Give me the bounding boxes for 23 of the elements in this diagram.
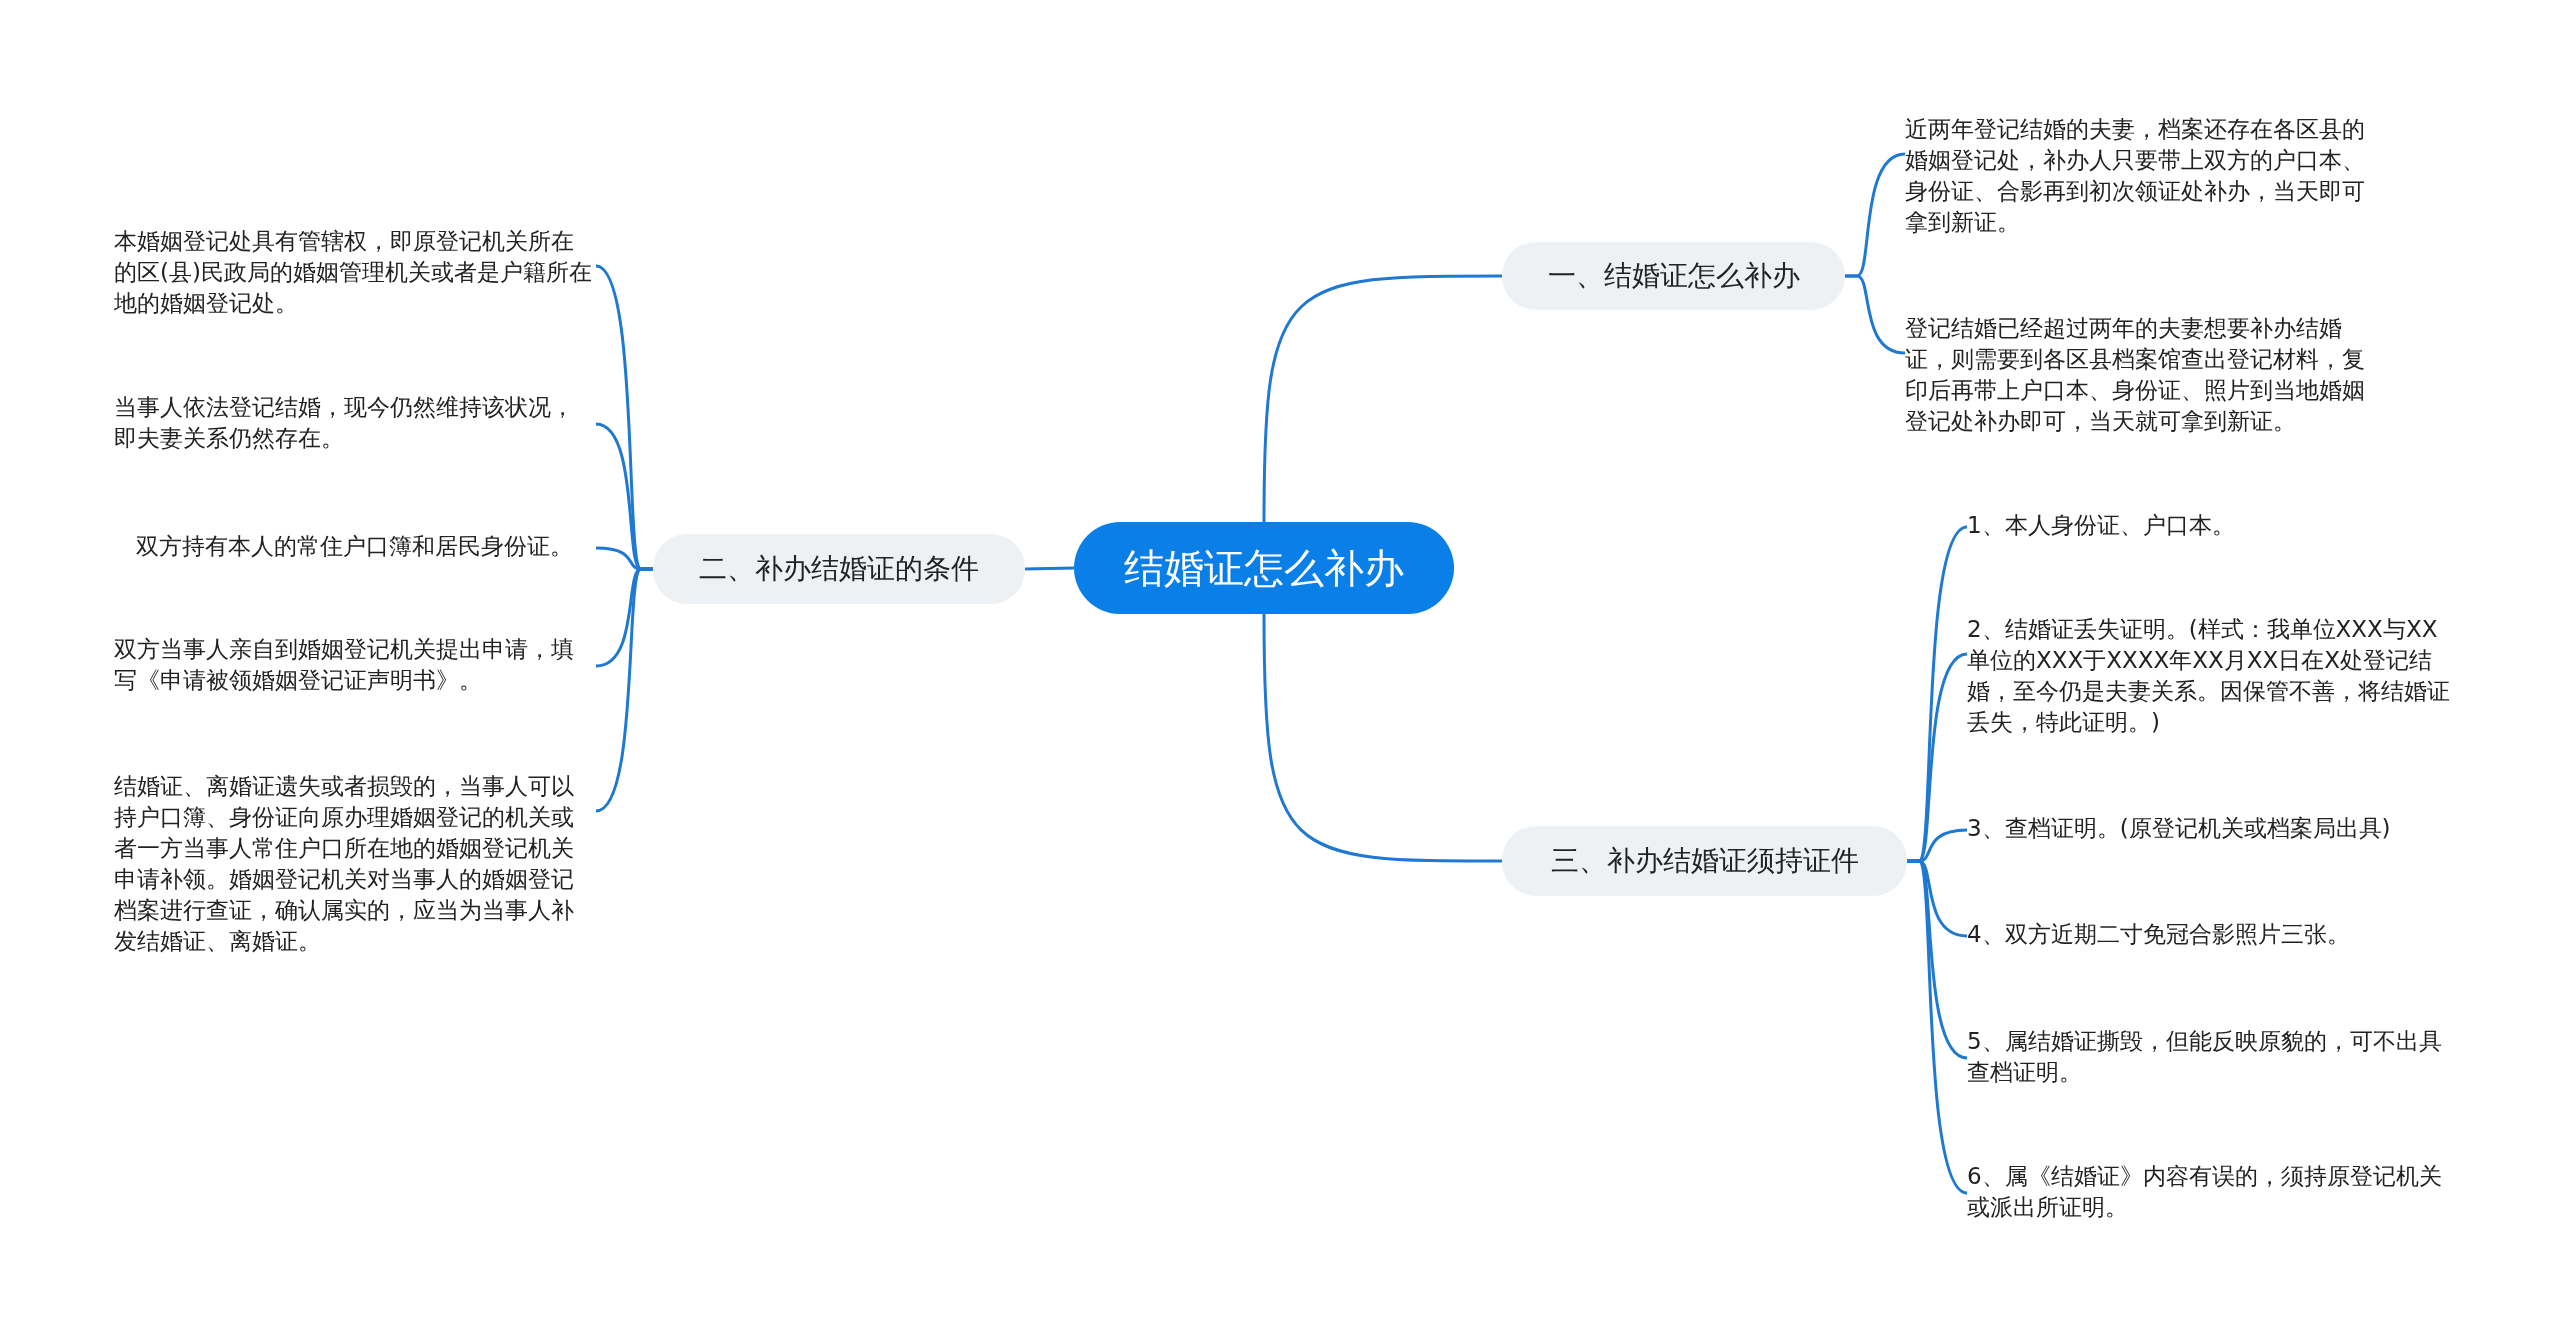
note-text: 登记结婚已经超过两年的夫妻想要补办结婚证，则需要到各区县档案馆查出登记材料，复印后再带上户口本、身份证、照片到当地婚姻登记处补办即可，当天就可拿到新证。 — [1905, 313, 2385, 441]
note-text: 双方持有本人的常住户口簿和居民身份证。 — [136, 531, 596, 565]
topic-box: 二、补办结婚证的条件 — [653, 534, 1025, 604]
note-text: 4、双方近期二寸免冠合影照片三张。 — [1967, 919, 2457, 953]
note-text: 结婚证、离婚证遗失或者损毁的，当事人可以持户口簿、身份证向原办理婚姻登记的机关或者一方当事人常住户口所在地的婚姻登记机关申请补领。婚姻登记机关对当事人的婚姻登记档案进行查证，确认属实的，应当为当事人补发结婚证、离婚证。 — [114, 771, 596, 963]
note-text: 6、属《结婚证》内容有误的，须持原登记机关或派出所证明。 — [1967, 1161, 2457, 1225]
note-text: 双方当事人亲自到婚姻登记机关提出申请，填写《申请被领婚姻登记证声明书》。 — [114, 634, 596, 698]
connector-line — [1907, 859, 1968, 1195]
note-text: 当事人依法登记结婚，现今仍然维持该状况，即夫妻关系仍然存在。 — [114, 392, 596, 456]
note-text: 本婚姻登记处具有管辖权，即原登记机关所在的区(县)民政局的婚姻管理机关或者是户籍所在地的婚姻登记处。 — [114, 226, 596, 322]
note-text: 1、本人身份证、户口本。 — [1967, 510, 2457, 544]
note-text: 3、查档证明。(原登记机关或档案局出具) — [1967, 813, 2457, 847]
connector-line — [1845, 274, 1906, 355]
note-text: 5、属结婚证撕毁，但能反映原貌的，可不出具查档证明。 — [1967, 1026, 2457, 1090]
topic-box: 一、结婚证怎么补办 — [1502, 242, 1845, 310]
connector-line — [1262, 614, 1502, 863]
connector-line — [595, 567, 653, 813]
note-text: 近两年登记结婚的夫妻，档案还存在各区县的婚姻登记处，补办人只要带上双方的户口本、身份证、合影再到初次领证处补办，当天即可拿到新证。 — [1905, 114, 2385, 242]
topic-box: 三、补办结婚证须持证件 — [1502, 826, 1907, 896]
connector-line — [1024, 566, 1075, 571]
note-text: 2、结婚证丢失证明。(样式：我单位XXX与XX单位的XXX于XXXX年XX月XX日在X处登记结婚，至今仍是夫妻关系。因保管不善，将结婚证丢失，特此证明。) — [1967, 614, 2457, 742]
central-topic: 结婚证怎么补办 — [1074, 522, 1454, 614]
connector-line — [1262, 274, 1502, 522]
